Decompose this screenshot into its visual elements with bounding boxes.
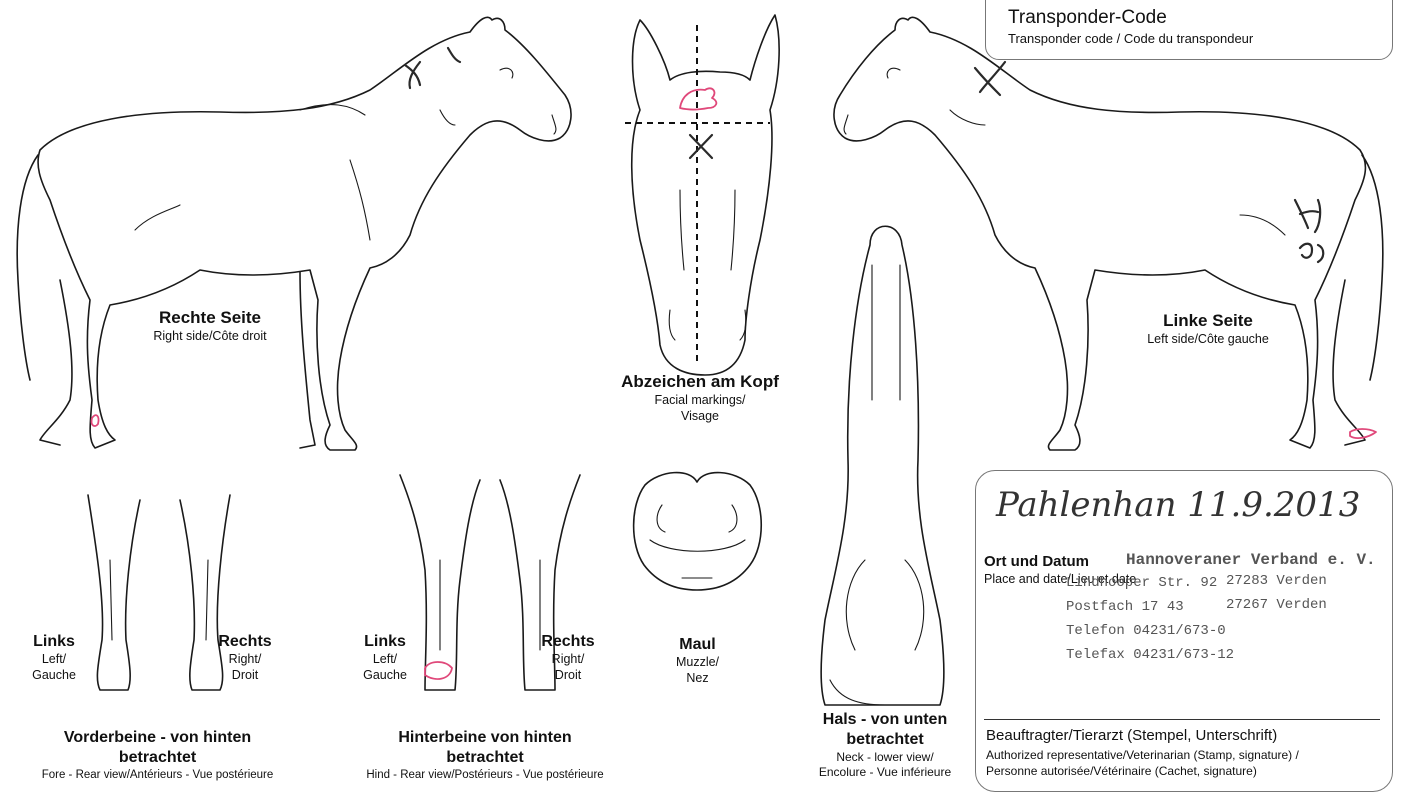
place-date-label: Ort und Datum: [984, 553, 1089, 570]
neck-line2: Encolure - Vue inférieure: [790, 765, 980, 780]
hindlegs-left-sub1: Left/: [345, 651, 425, 667]
forelegs-caption-block: Vorderbeine - von hinten betrachtet Fore…: [0, 728, 315, 783]
stamp-zip1: 27283 Verden: [1226, 573, 1327, 589]
rep-sub2: Personne autorisée/Vétérinaire (Cachet, …: [986, 764, 1257, 778]
head-front-drawing: [625, 15, 779, 375]
muzzle-label: Maul Muzzle/ Nez: [650, 636, 745, 686]
neck-title1: Hals - von unten: [790, 710, 980, 730]
signature-stamp-box: Pahlenhan 11.9.2013 Ort und Datum Place …: [975, 470, 1393, 792]
forelegs-left-label: Links Left/ Gauche: [14, 633, 94, 683]
right-side-title: Rechte Seite: [110, 308, 310, 328]
hindlegs-title: Hinterbeine von hinten: [320, 728, 650, 748]
forelegs-title2: betrachtet: [0, 748, 315, 768]
right-side-subtitle: Right side/Côte droit: [110, 328, 310, 344]
muzzle-drawing: [634, 473, 762, 590]
right-side-label: Rechte Seite Right side/Côte droit: [110, 308, 310, 344]
rep-sub1: Authorized representative/Veterinarian (…: [986, 748, 1299, 762]
hindlegs-caption-block: Hinterbeine von hinten betrachtet Hind -…: [320, 728, 650, 783]
hindlegs-right-title: Rechts: [528, 633, 608, 651]
head-line1: Facial markings/: [590, 392, 810, 408]
neck-title2: betrachtet: [790, 730, 980, 750]
forelegs-left-sub1: Left/: [14, 651, 94, 667]
neck-line1: Neck - lower view/: [790, 750, 980, 765]
muzzle-title: Maul: [650, 636, 745, 654]
head-line2: Visage: [590, 408, 810, 424]
forelegs-left-title: Links: [14, 633, 94, 651]
forelegs-right-title: Rechts: [205, 633, 285, 651]
transponder-title: Transponder-Code: [1008, 7, 1167, 29]
left-side-label: Linke Seite Left side/Côte gauche: [1108, 311, 1308, 347]
rep-label: Beauftragter/Tierarzt (Stempel, Untersch…: [986, 727, 1277, 744]
hindlegs-left-title: Links: [345, 633, 425, 651]
hindlegs-left-label: Links Left/ Gauche: [345, 633, 425, 683]
forelegs-right-sub1: Right/: [205, 651, 285, 667]
forelegs-left-sub2: Gauche: [14, 667, 94, 683]
left-side-subtitle: Left side/Côte gauche: [1108, 331, 1308, 347]
transponder-code-box: Transponder-Code Transponder code / Code…: [985, 0, 1393, 60]
left-side-title: Linke Seite: [1108, 311, 1308, 331]
neck-lower-view-drawing: [821, 226, 944, 705]
hindlegs-right-sub2: Droit: [528, 667, 608, 683]
neck-label: Hals - von unten betrachtet Neck - lower…: [790, 710, 980, 780]
muzzle-line1: Muzzle/: [650, 654, 745, 670]
stamp-phone: Telefon 04231/673-0: [1066, 623, 1226, 639]
horse-left-side-drawing: [834, 17, 1383, 450]
hindlegs-left-sub2: Gauche: [345, 667, 425, 683]
stamp-po-box: Postfach 17 43: [1066, 599, 1184, 615]
horse-right-side-drawing: [17, 17, 571, 450]
stamp-street: Lindhooper Str. 92: [1066, 575, 1217, 591]
stamp-fax: Telefax 04231/673-12: [1066, 647, 1234, 663]
forelegs-right-label: Rechts Right/ Droit: [205, 633, 285, 683]
hindlegs-caption: Hind - Rear view/Postérieurs - Vue posté…: [320, 768, 650, 783]
handwritten-place-date: Pahlenhan 11.9.2013: [996, 485, 1360, 525]
muzzle-line2: Nez: [650, 670, 745, 686]
transponder-subtitle: Transponder code / Code du transpondeur: [1008, 31, 1253, 46]
head-label: Abzeichen am Kopf Facial markings/ Visag…: [590, 372, 810, 424]
hindlegs-right-sub1: Right/: [528, 651, 608, 667]
signature-line: [984, 719, 1380, 720]
forelegs-caption: Fore - Rear view/Antérieurs - Vue postér…: [0, 768, 315, 783]
forelegs-title: Vorderbeine - von hinten: [0, 728, 315, 748]
forelegs-right-sub2: Droit: [205, 667, 285, 683]
stamp-org: Hannoveraner Verband e. V.: [1126, 551, 1376, 569]
hindlegs-right-label: Rechts Right/ Droit: [528, 633, 608, 683]
hindlegs-title2: betrachtet: [320, 748, 650, 768]
head-title: Abzeichen am Kopf: [590, 372, 810, 392]
stamp-zip2: 27267 Verden: [1226, 597, 1327, 613]
